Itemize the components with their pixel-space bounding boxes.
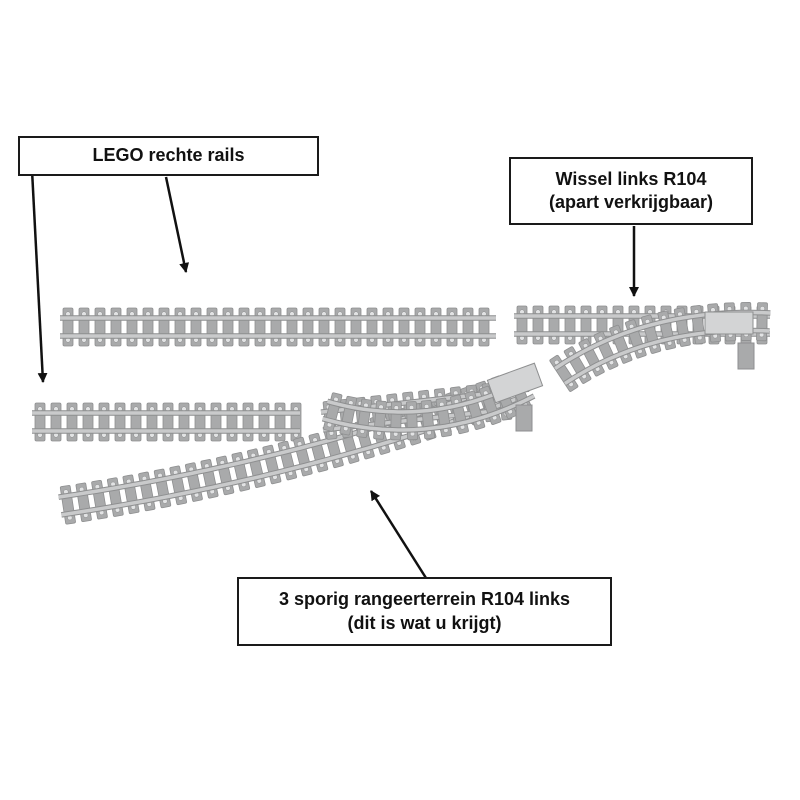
label-switch-line-1: Wissel links R104 bbox=[555, 168, 707, 189]
switch-lever bbox=[737, 342, 755, 370]
track-sleeper bbox=[254, 307, 266, 347]
track-sleeper bbox=[318, 307, 330, 347]
track-sleeper bbox=[114, 402, 126, 442]
track-sleeper bbox=[122, 474, 140, 515]
track-sleeper bbox=[200, 459, 219, 499]
track-sleeper bbox=[142, 307, 154, 347]
label-straight-line-1: LEGO rechte rails bbox=[92, 145, 245, 166]
track-sleeper bbox=[446, 307, 458, 347]
track-sleeper bbox=[274, 402, 286, 442]
yard-crossing-curve bbox=[321, 373, 536, 441]
track-sleeper bbox=[231, 452, 251, 492]
track-sleeper bbox=[78, 307, 90, 347]
track-sleeper bbox=[226, 402, 238, 442]
track-sleeper bbox=[91, 479, 108, 520]
track-sleeper bbox=[286, 307, 298, 347]
track-sleeper bbox=[366, 307, 378, 347]
track-sleeper bbox=[532, 305, 544, 345]
track-sleeper bbox=[62, 307, 74, 347]
rail-right bbox=[322, 394, 535, 432]
track-sleeper bbox=[94, 307, 106, 347]
track-sleeper bbox=[215, 455, 235, 496]
track-sleeper bbox=[350, 307, 362, 347]
track-sleeper bbox=[564, 305, 576, 345]
track-sleeper bbox=[178, 402, 190, 442]
track-sleeper bbox=[580, 305, 592, 345]
track-sleeper bbox=[59, 485, 76, 525]
track-sleeper bbox=[158, 307, 170, 347]
label-straight-rails: LEGO rechte rails bbox=[18, 136, 319, 176]
track-sleeper bbox=[242, 402, 254, 442]
track-sleeper bbox=[174, 307, 186, 347]
track-sleeper bbox=[153, 468, 172, 509]
track-sleeper bbox=[548, 305, 560, 345]
track-sleeper bbox=[190, 307, 202, 347]
track-sleeper bbox=[66, 402, 78, 442]
track-sleeper bbox=[82, 402, 94, 442]
track-sleeper bbox=[405, 401, 419, 441]
label-yard-line-1: 3 sporig rangeerterrein R104 links bbox=[278, 589, 571, 610]
track-sleeper bbox=[126, 307, 138, 347]
label-shunting-yard: 3 sporig rangeerterrein R104 links (dit … bbox=[237, 577, 612, 646]
switch-motor-housing bbox=[704, 311, 754, 335]
track-sleeper bbox=[334, 307, 346, 347]
track-sleeper bbox=[138, 471, 156, 512]
track-sleeper bbox=[75, 482, 92, 523]
straight-rail-left bbox=[32, 402, 302, 442]
track-sleeper bbox=[462, 307, 474, 347]
arrow-to-top-straight-rail bbox=[164, 176, 190, 273]
track-sleeper bbox=[414, 307, 426, 347]
track-sleeper bbox=[390, 401, 402, 441]
track-sleeper bbox=[258, 402, 270, 442]
track-sleeper bbox=[130, 402, 142, 442]
track-sleeper bbox=[430, 307, 442, 347]
track-sleeper bbox=[162, 402, 174, 442]
track-sleeper bbox=[184, 462, 203, 502]
label-switch-line-2: (apart verkrijgbaar) bbox=[548, 192, 714, 212]
straight-rail-top-sleepers bbox=[62, 307, 490, 347]
yard-switch-housing bbox=[486, 362, 544, 404]
track-sleeper bbox=[146, 402, 158, 442]
label-yard-line-2: (dit is wat u krijgt) bbox=[347, 612, 502, 633]
track-sleeper bbox=[194, 402, 206, 442]
track-sleeper bbox=[516, 305, 528, 345]
track-sleeper bbox=[222, 307, 234, 347]
track-sleeper bbox=[398, 307, 410, 347]
track-sleeper bbox=[756, 302, 768, 342]
track-sleeper bbox=[302, 307, 314, 347]
arrow-to-yard bbox=[369, 490, 428, 579]
straight-rail-top bbox=[60, 307, 496, 347]
track-sleeper bbox=[246, 448, 266, 488]
track-sleeper bbox=[270, 307, 282, 347]
label-switch: Wissel links R104 (apart verkrijgbaar) bbox=[509, 157, 753, 225]
track-sleeper bbox=[34, 402, 46, 442]
track-sleeper bbox=[210, 402, 222, 442]
track-sleeper bbox=[238, 307, 250, 347]
straight-rail-left-sleepers bbox=[34, 402, 302, 442]
track-sleeper bbox=[106, 477, 124, 517]
track-sleeper bbox=[478, 307, 490, 347]
track-sleeper bbox=[110, 307, 122, 347]
track-sleeper bbox=[98, 402, 110, 442]
track-sleeper bbox=[169, 465, 187, 506]
yard-switch-lever bbox=[515, 404, 533, 432]
arrow-to-left-straight-rail bbox=[30, 169, 48, 383]
track-sleeper bbox=[290, 402, 302, 442]
track-sleeper bbox=[382, 307, 394, 347]
track-sleeper bbox=[206, 307, 218, 347]
track-sleeper bbox=[50, 402, 62, 442]
